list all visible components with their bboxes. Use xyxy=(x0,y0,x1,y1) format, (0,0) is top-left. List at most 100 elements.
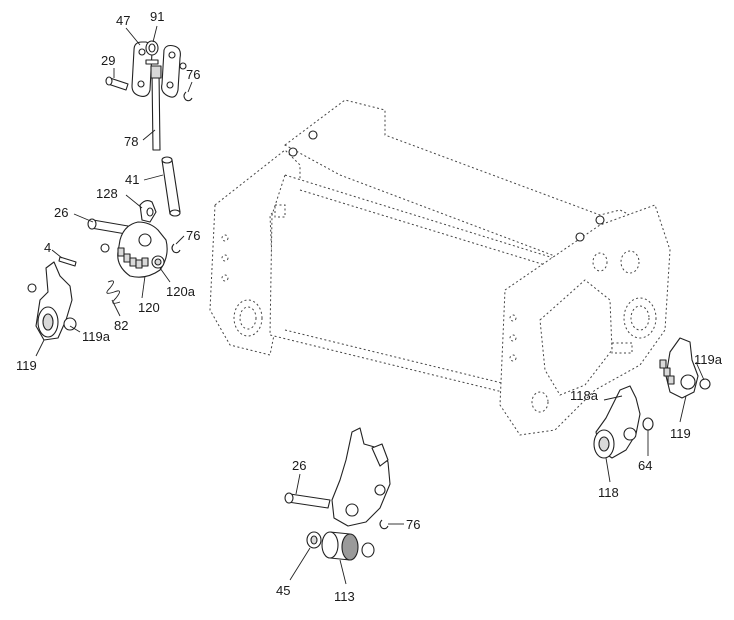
bracket-128-hole xyxy=(146,207,154,217)
arm-119-hub xyxy=(680,374,696,390)
link-plate-hole xyxy=(166,81,174,89)
spring-clip-91 xyxy=(145,59,159,65)
frame-bolt-head xyxy=(308,130,318,140)
top-link-assembly xyxy=(105,40,193,217)
bottom-roller-arm xyxy=(331,427,391,527)
roller-113-front xyxy=(321,531,339,559)
frame-bolt-head xyxy=(575,232,585,242)
callout-4: 4 xyxy=(44,240,51,255)
pin-26-bottom xyxy=(287,493,331,509)
roller-113-back xyxy=(341,533,359,561)
roller-arm-119-right xyxy=(665,337,699,399)
callout-120a: 120a xyxy=(166,284,196,299)
callout-47: 47 xyxy=(116,13,130,28)
bottom-arm-bore xyxy=(345,503,359,517)
rod-78 xyxy=(151,71,161,151)
washer-45-bore xyxy=(310,535,318,545)
circlip-76-top xyxy=(183,91,193,102)
pin-26-bottom-head xyxy=(284,492,294,504)
callout-76-mid: 76 xyxy=(186,228,200,243)
frame-hole xyxy=(221,274,229,282)
callout-120: 120 xyxy=(138,300,160,315)
frame-hole xyxy=(221,234,229,242)
right-bearing-bore xyxy=(623,297,657,339)
frame-bolt-head xyxy=(595,215,605,225)
washer-119a-right xyxy=(699,378,711,390)
callout-41: 41 xyxy=(125,172,139,187)
circlip-76-bottom xyxy=(379,519,389,530)
right-upper-bore xyxy=(620,250,640,274)
bottom-arm-pivot xyxy=(374,484,386,496)
pin-26-left-head xyxy=(87,218,97,230)
left-cam-assembly xyxy=(58,199,181,304)
main-frame-housing xyxy=(209,99,671,436)
callout-91: 91 xyxy=(150,9,164,24)
callout-118: 118 xyxy=(598,485,619,500)
callout-labels: 47 91 29 76 78 41 128 26 76 4 120a 120 8… xyxy=(16,9,723,604)
pin-26-left xyxy=(90,219,129,235)
link-plate-hole xyxy=(179,62,187,70)
callout-64: 64 xyxy=(638,458,652,473)
callout-26-bottom: 26 xyxy=(292,458,306,473)
callout-119a-left: 119a xyxy=(82,329,111,344)
callout-82: 82 xyxy=(114,318,128,333)
arm-119-gear-teeth xyxy=(659,359,675,385)
frame-gear-rack xyxy=(611,342,633,354)
frame-bolt-head xyxy=(288,147,298,157)
callout-119-left: 119 xyxy=(16,358,37,373)
leader-lines xyxy=(35,25,705,585)
callout-118a: 118a xyxy=(570,388,599,403)
frame-top-rail xyxy=(284,99,661,271)
link-plate-hole xyxy=(138,48,146,56)
link-plate-right xyxy=(161,44,181,98)
right-bearing-bore-inner xyxy=(630,305,650,331)
roller-113-washer xyxy=(361,542,375,558)
callout-119-right: 119 xyxy=(670,426,691,441)
nut-small xyxy=(100,243,110,253)
left-bearing-bore xyxy=(233,299,263,337)
roller-axle-119a-left xyxy=(63,317,77,331)
cylinder-edge-top xyxy=(299,189,556,269)
frame-hole xyxy=(509,334,517,342)
callout-119a-right: 119a xyxy=(694,352,723,367)
link-plate-hole xyxy=(168,51,176,59)
left-roller-arm-assembly xyxy=(27,261,77,341)
callout-78: 78 xyxy=(124,134,138,149)
tube-41-bottom xyxy=(169,209,181,217)
callout-76-bottom: 76 xyxy=(406,517,420,532)
bottom-roller-arm-assembly xyxy=(284,427,391,561)
tube-41 xyxy=(161,159,181,215)
spacer-91-bore xyxy=(148,43,156,53)
screw-4 xyxy=(58,256,77,267)
roller-118-hub xyxy=(598,436,610,452)
frame-hole xyxy=(509,354,517,362)
cam-body-120 xyxy=(117,221,168,278)
right-lower-bore xyxy=(531,391,549,413)
callout-128: 128 xyxy=(96,186,118,201)
washer-64 xyxy=(642,417,654,431)
callout-45: 45 xyxy=(276,583,290,598)
left-bearing-bore-inner xyxy=(239,306,257,330)
callout-76-top: 76 xyxy=(186,67,200,82)
washer-left xyxy=(27,283,37,293)
rod-78-end xyxy=(150,65,162,79)
roller-axle-118a xyxy=(623,427,637,441)
spring-82 xyxy=(106,280,121,304)
circlip-76-mid xyxy=(171,243,181,254)
callout-29: 29 xyxy=(101,53,115,68)
frame-hole xyxy=(221,254,229,262)
callout-26-left: 26 xyxy=(54,205,68,220)
cam-120-hub xyxy=(138,233,152,247)
bottom-arm-fork xyxy=(371,443,389,467)
right-mid-bore xyxy=(592,252,608,272)
roller-119-left-hub xyxy=(42,313,54,331)
cam-120a-boss-bore xyxy=(154,258,162,266)
right-roller-arm-119-assembly xyxy=(659,337,711,399)
callout-113: 113 xyxy=(334,589,355,604)
pin-29-head xyxy=(105,76,113,86)
right-roller-arm-118-assembly xyxy=(593,385,654,459)
frame-tab xyxy=(274,204,286,218)
tube-41-top xyxy=(161,156,173,164)
